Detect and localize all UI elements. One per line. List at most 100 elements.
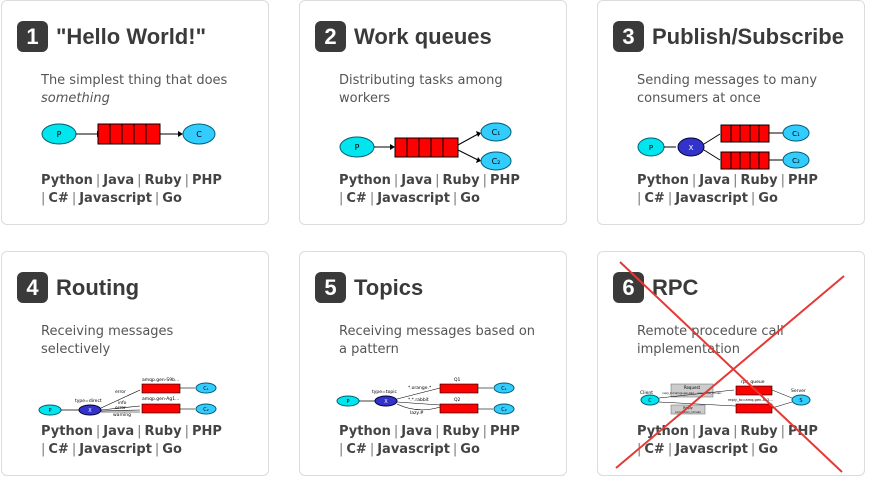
tutorial-description: The simplest thing that does something — [41, 73, 228, 106]
lang-link-ruby[interactable]: Ruby — [740, 173, 778, 188]
lang-link-python[interactable]: Python — [339, 173, 391, 188]
lang-link-php[interactable]: PHP — [489, 173, 520, 188]
exchange-node — [677, 137, 705, 157]
card-title: 1 "Hello World!" — [17, 21, 206, 52]
consumer-label-1: C₁ — [203, 386, 209, 392]
tutorial-card-4[interactable]: 4 Routing Receiving messages selectively… — [1, 251, 269, 476]
lang-link-go[interactable]: Go — [758, 442, 778, 457]
language-links: Python|Java|Ruby|PHP|C#|Javascript|Go — [637, 173, 818, 206]
lang-link-javascript[interactable]: Javascript — [675, 442, 748, 457]
tutorial-title[interactable]: RPC — [652, 274, 699, 300]
consumer-label-2: C₂ — [492, 157, 501, 166]
tutorial-card-6[interactable]: 6 RPC Remote procedure call implementati… — [597, 251, 865, 476]
queue-shape — [97, 123, 161, 145]
lang-link-javascript[interactable]: Javascript — [377, 442, 450, 457]
binding-error-label-2: error — [115, 405, 126, 411]
queue-shape — [394, 137, 459, 158]
tutorial-number-badge: 3 — [613, 21, 644, 52]
server-node-label: S — [799, 398, 802, 404]
lang-link-ruby[interactable]: Ruby — [144, 173, 182, 188]
lang-link-java[interactable]: Java — [401, 173, 433, 188]
server-label: Server — [791, 388, 806, 394]
lang-link-python[interactable]: Python — [339, 424, 391, 439]
lang-link-go[interactable]: Go — [162, 442, 182, 457]
reply-queue-shape — [735, 403, 773, 414]
lang-link-java[interactable]: Java — [401, 424, 433, 439]
lang-link-go[interactable]: Go — [162, 191, 182, 206]
lang-link-javascript[interactable]: Javascript — [377, 191, 450, 206]
card-title: 4 Routing — [17, 272, 139, 303]
tutorial-title[interactable]: Work queues — [354, 23, 492, 49]
consumer-node — [182, 123, 216, 145]
consumer-label: C — [196, 130, 202, 139]
lang-link-go[interactable]: Go — [460, 442, 480, 457]
binding-label-2: *.*.rabbit — [408, 397, 429, 403]
consumer-node-2 — [493, 403, 515, 415]
tutorial-card-5[interactable]: 5 Topics Receiving messages based on a p… — [299, 251, 567, 476]
lang-link-php[interactable]: PHP — [787, 424, 818, 439]
tutorial-title[interactable]: Topics — [354, 274, 424, 300]
language-links: Python|Java|Ruby|PHP|C#|Javascript|Go — [339, 424, 520, 457]
lang-link-go[interactable]: Go — [758, 191, 778, 206]
tutorial-card-1[interactable]: 1 "Hello World!" The simplest thing that… — [1, 0, 269, 225]
lang-link-java[interactable]: Java — [699, 173, 731, 188]
exchange-node — [374, 395, 398, 407]
lang-link-csharp[interactable]: C# — [644, 442, 665, 457]
rpc-queue-label: rpc_queue — [741, 379, 765, 385]
consumer-label-1: C₁ — [492, 128, 501, 137]
lang-link-java[interactable]: Java — [103, 173, 135, 188]
queue-name-2: amqp.gen-Ag1... — [142, 396, 179, 402]
producer-label: P — [48, 408, 51, 414]
lang-link-java[interactable]: Java — [103, 424, 135, 439]
lang-link-php[interactable]: PHP — [489, 424, 520, 439]
routing-diagram: P type=direct X error info error warning… — [38, 377, 217, 418]
hello-world-diagram: P C — [41, 123, 216, 145]
consumer-node-2 — [782, 151, 810, 169]
lang-link-javascript[interactable]: Javascript — [79, 191, 152, 206]
lang-link-python[interactable]: Python — [637, 173, 689, 188]
lang-link-csharp[interactable]: C# — [346, 191, 367, 206]
lang-link-ruby[interactable]: Ruby — [740, 424, 778, 439]
tutorial-description: Receiving messages based on a pattern — [339, 324, 536, 357]
queue-name-2: Q2 — [454, 397, 461, 403]
lang-link-javascript[interactable]: Javascript — [79, 442, 152, 457]
binding-warning-label: warning — [113, 412, 131, 418]
queue-name-1: Q1 — [454, 377, 461, 383]
tutorial-description: Distributing tasks among workers — [339, 73, 503, 106]
tutorial-description: Receiving messages selectively — [41, 324, 174, 357]
lang-link-ruby[interactable]: Ruby — [442, 424, 480, 439]
lang-link-php[interactable]: PHP — [787, 173, 818, 188]
language-links: Python|Java|Ruby|PHP|C#|Javascript|Go — [637, 424, 818, 457]
language-links: Python|Java|Ruby|PHP|C#|Javascript|Go — [41, 424, 222, 457]
lang-link-python[interactable]: Python — [41, 173, 93, 188]
lang-link-csharp[interactable]: C# — [644, 191, 665, 206]
lang-link-php[interactable]: PHP — [191, 173, 222, 188]
consumer-label-1: C₁ — [792, 130, 800, 138]
lang-link-csharp[interactable]: C# — [48, 442, 69, 457]
tutorial-card-3[interactable]: 3 Publish/Subscribe Sending messages to … — [597, 0, 865, 225]
exchange-label: X — [88, 408, 92, 414]
lang-link-go[interactable]: Go — [460, 191, 480, 206]
reply-queue-label: reply_to=amq.gen-Xa2... — [728, 398, 773, 402]
binding-error-label: error — [115, 389, 126, 395]
producer-label: P — [355, 143, 360, 152]
tutorial-card-2[interactable]: 2 Work queues Distributing tasks among w… — [299, 0, 567, 225]
tutorial-number-badge: 1 — [17, 21, 48, 52]
tutorial-title[interactable]: Routing — [56, 274, 140, 300]
lang-link-ruby[interactable]: Ruby — [442, 173, 480, 188]
lang-link-csharp[interactable]: C# — [346, 442, 367, 457]
tutorial-title[interactable]: "Hello World!" — [56, 23, 207, 49]
lang-link-javascript[interactable]: Javascript — [675, 191, 748, 206]
lang-link-php[interactable]: PHP — [191, 424, 222, 439]
lang-link-python[interactable]: Python — [637, 424, 689, 439]
tutorial-description: Remote procedure call implementation — [637, 324, 784, 357]
tutorial-title[interactable]: Publish/Subscribe — [652, 23, 844, 49]
lang-link-python[interactable]: Python — [41, 424, 93, 439]
queue-shape-2 — [439, 403, 479, 414]
consumer-label-2: C₂ — [203, 407, 209, 413]
lang-link-ruby[interactable]: Ruby — [144, 424, 182, 439]
queue-shape-1 — [720, 124, 770, 143]
lang-link-csharp[interactable]: C# — [48, 191, 69, 206]
lang-link-java[interactable]: Java — [699, 424, 731, 439]
tutorial-number-badge: 4 — [17, 272, 48, 303]
